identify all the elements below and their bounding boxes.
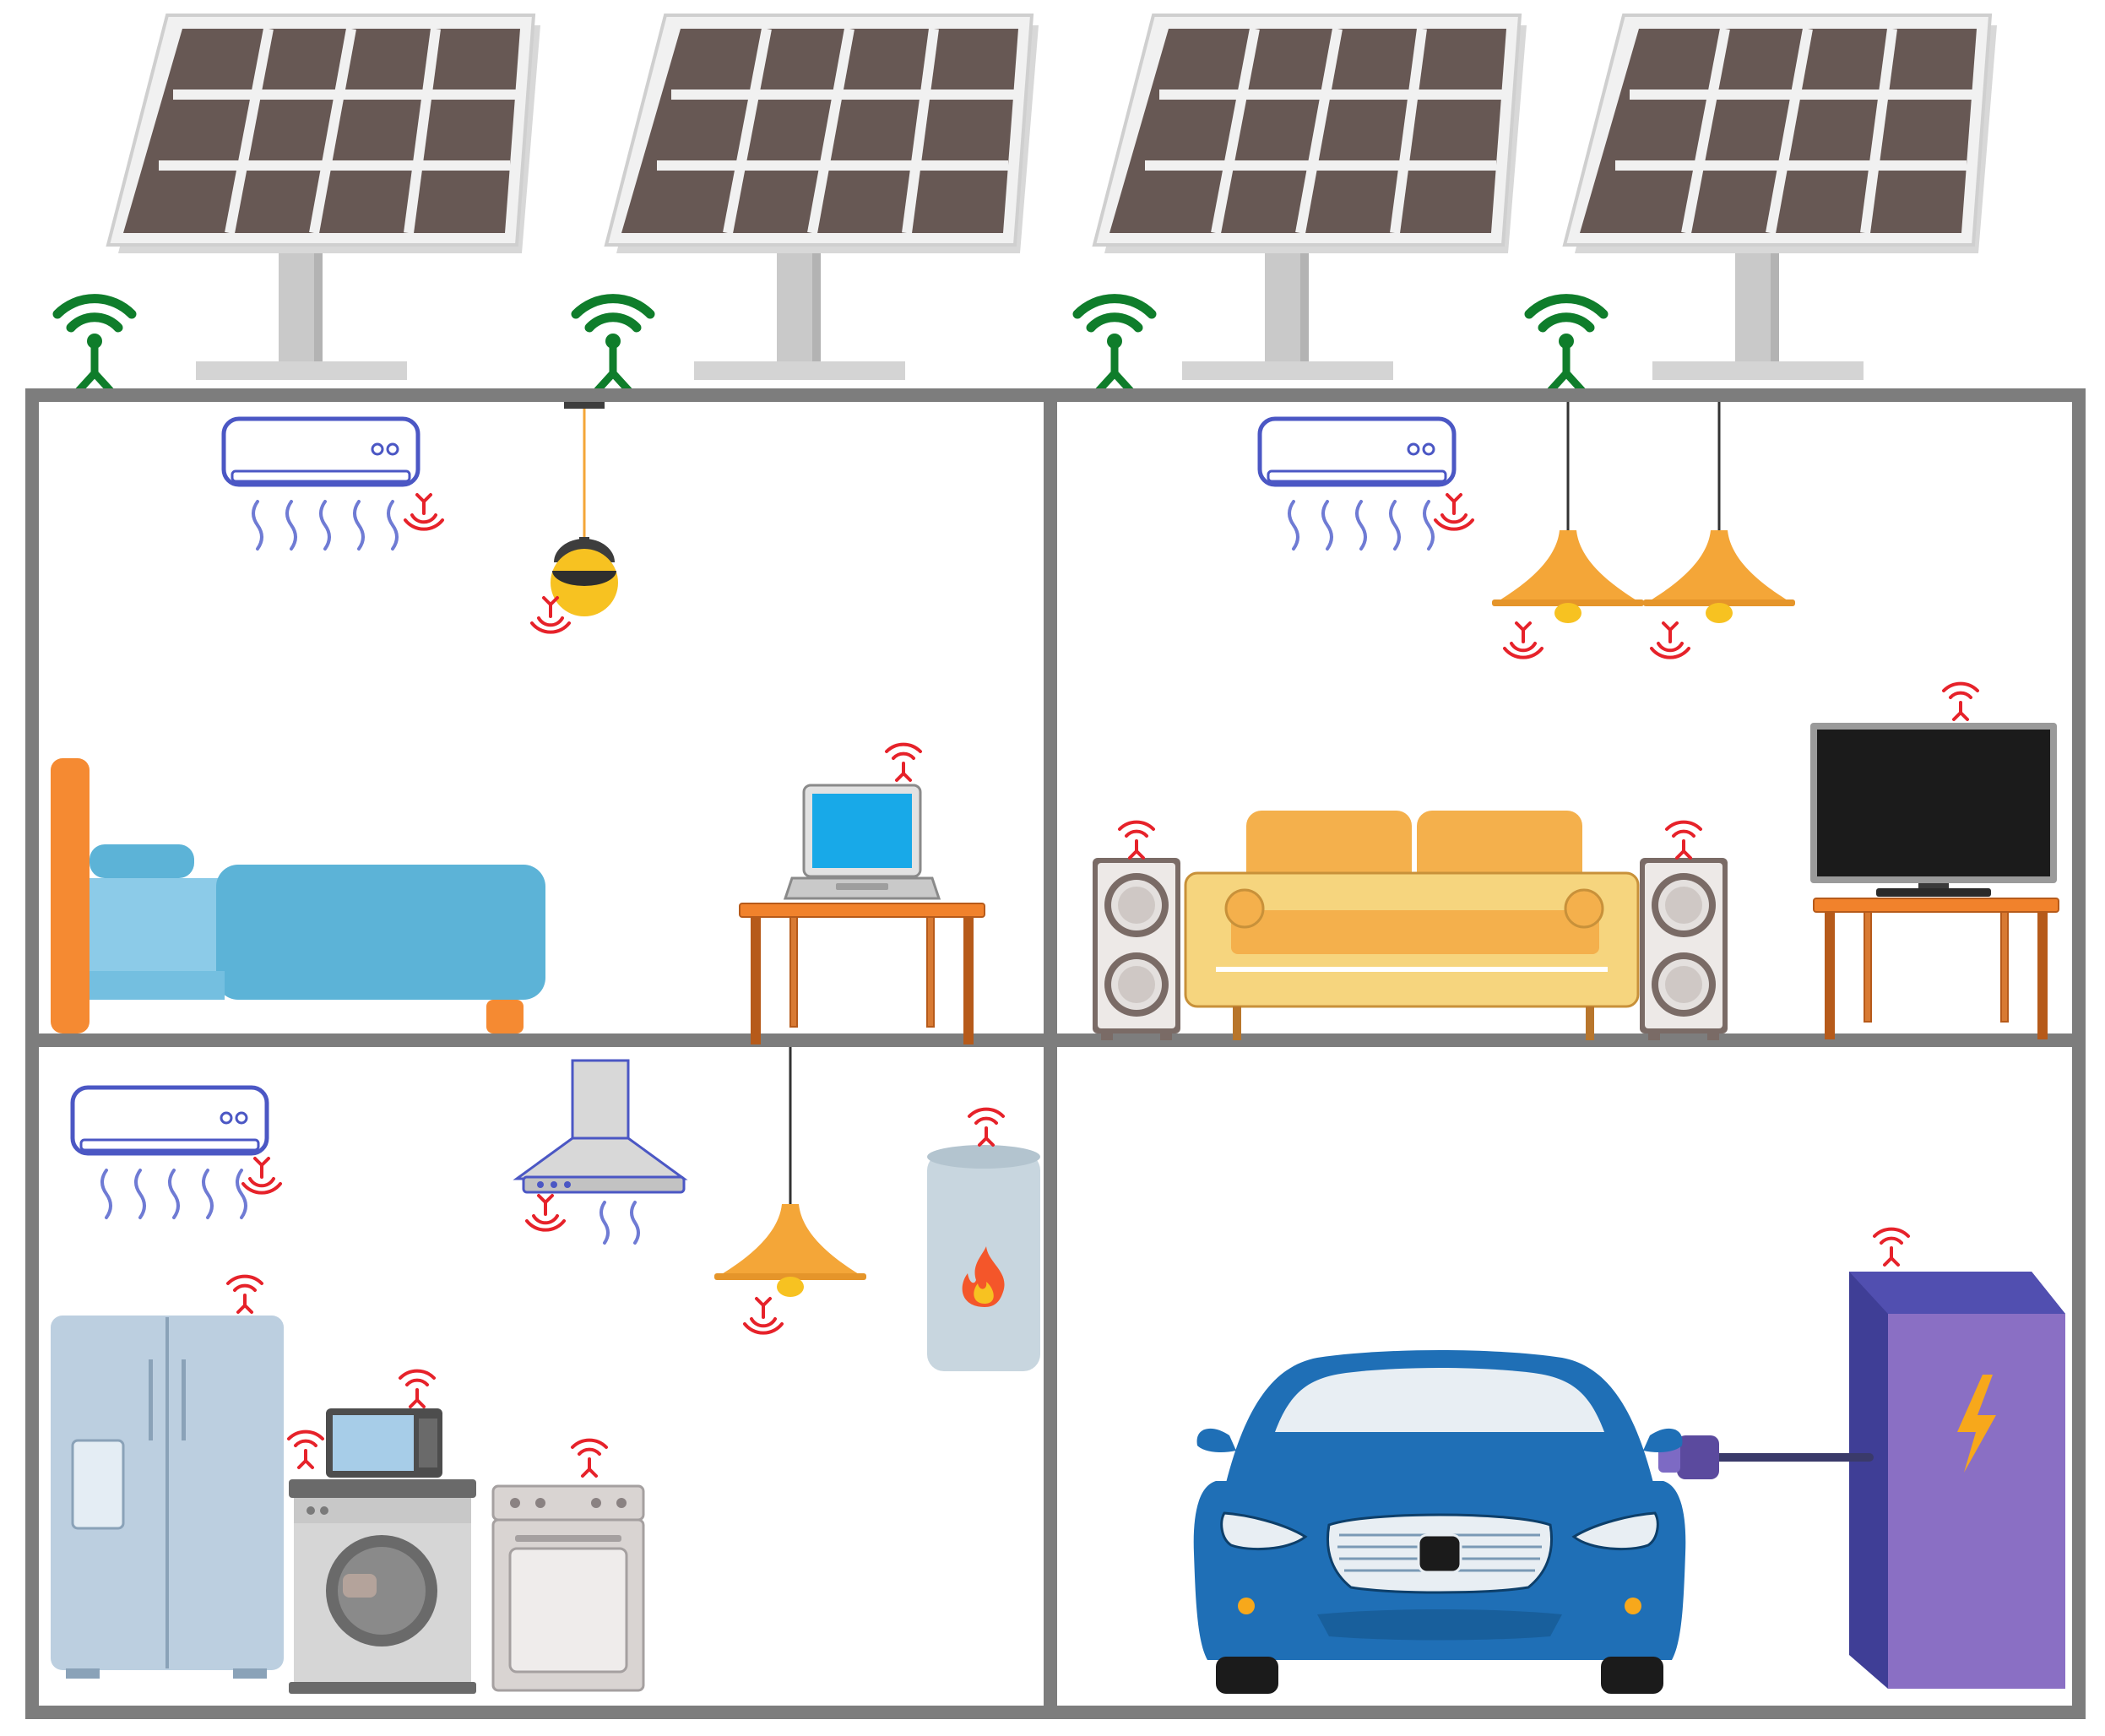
wifi-antenna-icon <box>1529 299 1603 392</box>
charging-cable <box>1658 1435 1874 1479</box>
washing-machine[interactable] <box>289 1479 476 1694</box>
wifi-antenna-icon <box>1077 299 1152 392</box>
solar-panel <box>1565 15 1997 380</box>
electric-vehicle <box>1193 1350 1686 1694</box>
bed <box>51 758 545 1033</box>
television[interactable] <box>1810 723 2057 897</box>
stove[interactable] <box>491 1484 645 1692</box>
tv-table <box>1813 898 2059 1039</box>
pendant-bulb[interactable] <box>551 402 618 616</box>
wireless-sensor-icon <box>525 1194 566 1232</box>
laptop[interactable] <box>783 784 941 900</box>
wireless-sensor-icon <box>1873 1227 1910 1267</box>
wifi-antenna-icon <box>576 299 650 392</box>
pendant-lamp[interactable] <box>1643 530 1795 623</box>
air-conditioner[interactable] <box>1260 419 1454 549</box>
wireless-sensor-icon <box>1118 820 1155 860</box>
sofa <box>1184 811 1640 1040</box>
room-kitchen <box>51 1047 1040 1694</box>
wireless-sensor-icon <box>1650 621 1690 659</box>
lightning-bolt-icon <box>1957 1375 1996 1473</box>
wireless-sensor-icon <box>571 1438 608 1478</box>
air-conditioner[interactable] <box>224 419 418 549</box>
speaker[interactable] <box>1640 858 1728 1040</box>
solar-panel <box>108 15 540 380</box>
flame-icon <box>962 1246 1005 1307</box>
speaker[interactable] <box>1093 858 1180 1040</box>
water-heater[interactable] <box>927 1145 1040 1371</box>
air-conditioner[interactable] <box>73 1088 267 1218</box>
solar-panel <box>1094 15 1527 380</box>
wireless-sensor-icon <box>399 1369 436 1408</box>
side-table <box>739 903 985 1044</box>
wireless-sensor-icon <box>1665 820 1702 860</box>
wireless-sensor-icon <box>287 1429 324 1469</box>
refrigerator[interactable] <box>51 1316 284 1679</box>
pendant-lamp[interactable] <box>714 1204 866 1297</box>
wireless-sensor-icon <box>743 1297 784 1335</box>
wireless-sensor-icon <box>404 493 444 531</box>
wireless-sensor-icon <box>226 1274 263 1314</box>
solar-panel <box>606 15 1039 380</box>
wireless-sensor-icon <box>241 1157 282 1195</box>
pendant-lamp[interactable] <box>1492 530 1644 623</box>
wireless-sensor-icon <box>1942 681 1979 721</box>
room-garage <box>1193 1227 2065 1694</box>
microwave[interactable] <box>326 1408 442 1478</box>
wireless-sensor-icon <box>968 1107 1005 1147</box>
house-structure <box>25 388 2086 1719</box>
ev-charging-station[interactable] <box>1849 1272 2065 1689</box>
range-hood[interactable] <box>513 1059 688 1245</box>
solar-panel-array <box>108 15 1997 380</box>
wifi-antenna-icon <box>57 299 132 392</box>
wireless-sensor-icon <box>1503 621 1543 659</box>
wireless-sensor-icon <box>1434 493 1474 531</box>
room-bedroom <box>51 402 985 1044</box>
wireless-sensor-icon <box>885 742 922 782</box>
room-living-room <box>1093 402 2059 1040</box>
